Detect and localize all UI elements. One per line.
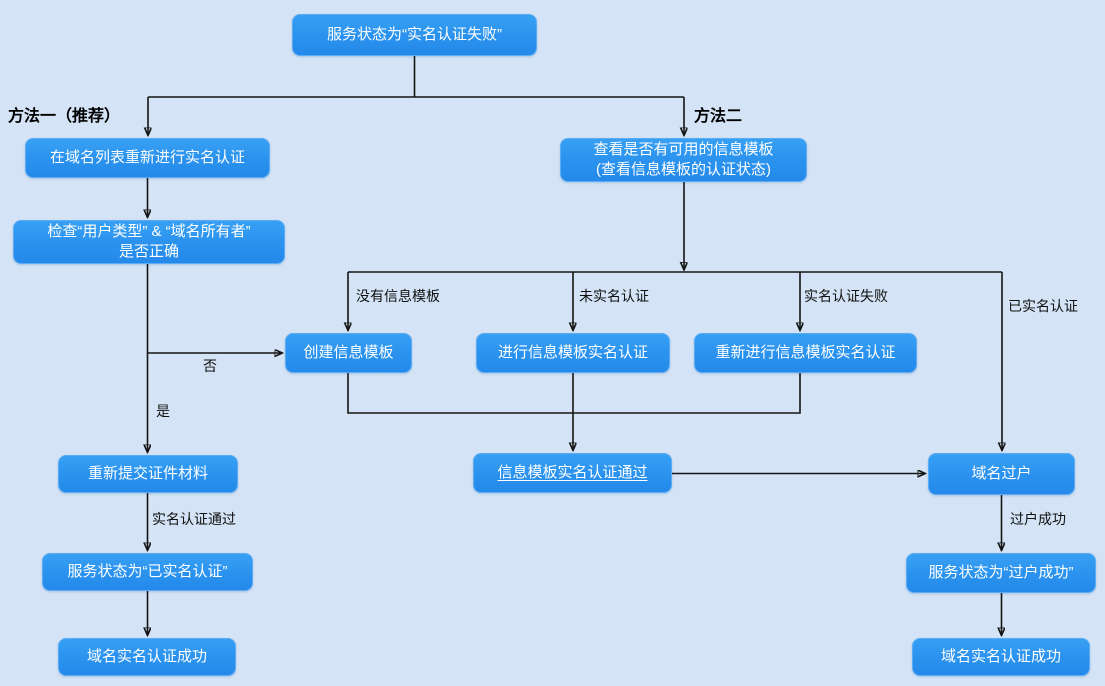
node-reauth-in-domain-list: 在域名列表重新进行实名认证 xyxy=(25,138,270,178)
node-label: 重新提交证件材料 xyxy=(87,465,208,482)
node-label: 域名实名认证成功 xyxy=(86,648,207,665)
node-label: 在域名列表重新进行实名认证 xyxy=(49,149,245,166)
node-label: 服务状态为“过户成功” xyxy=(928,564,1074,581)
node-label: 进行信息模板实名认证 xyxy=(497,344,648,361)
node-do-template-auth: 进行信息模板实名认证 xyxy=(476,333,670,373)
node-resubmit-documents: 重新提交证件材料 xyxy=(58,455,238,493)
node-domain-auth-success-left: 域名实名认证成功 xyxy=(58,638,236,676)
node-label-line2: (查看信息模板的认证状态) xyxy=(596,161,771,178)
node-label: 服务状态为“已实名认证” xyxy=(67,563,228,580)
node-status-verified: 服务状态为“已实名认证” xyxy=(42,553,253,591)
edge-merge-bar xyxy=(347,373,801,414)
node-label: 信息模板实名认证通过 xyxy=(497,464,648,481)
node-label: 创建信息模板 xyxy=(303,344,394,361)
node-label-line2: 是否正确 xyxy=(118,243,179,260)
node-check-available-template: 查看是否有可用的信息模板 (查看信息模板的认证状态) xyxy=(560,138,807,182)
node-template-auth-passed: 信息模板实名认证通过 xyxy=(473,453,672,493)
edge-label-no: 否 xyxy=(203,358,217,374)
node-label: 域名实名认证成功 xyxy=(940,648,1061,665)
edge-label-no-template: 没有信息模板 xyxy=(356,288,440,304)
edge-label-verified: 已实名认证 xyxy=(1008,298,1078,314)
node-label: 服务状态为“实名认证失败” xyxy=(327,26,502,43)
node-create-template: 创建信息模板 xyxy=(285,333,412,373)
method2-header: 方法二 xyxy=(694,108,743,125)
edge-label-verify-failed: 实名认证失败 xyxy=(804,288,888,304)
node-label: 域名过户 xyxy=(971,465,1032,482)
node-label-line1: 查看是否有可用的信息模板 xyxy=(593,141,774,158)
node-redo-template-auth: 重新进行信息模板实名认证 xyxy=(694,333,917,373)
node-label: 重新进行信息模板实名认证 xyxy=(715,344,896,361)
node-status-transfer-success: 服务状态为“过户成功” xyxy=(906,553,1096,593)
node-status-auth-failed: 服务状态为“实名认证失败” xyxy=(292,14,537,56)
node-domain-auth-success-right: 域名实名认证成功 xyxy=(912,638,1090,676)
edge-start-split xyxy=(148,56,684,98)
node-label-line1: 检查“用户类型” & “域名所有者” xyxy=(47,223,251,240)
node-check-user-type-owner: 检查“用户类型” & “域名所有者” 是否正确 xyxy=(13,220,285,264)
edge-label-auth-passed: 实名认证通过 xyxy=(152,511,236,527)
edge-label-yes: 是 xyxy=(156,403,170,419)
edge-label-transfer-success: 过户成功 xyxy=(1010,511,1066,527)
method1-header: 方法一（推荐） xyxy=(8,108,121,125)
edge-label-not-verified: 未实名认证 xyxy=(579,288,649,304)
node-domain-transfer: 域名过户 xyxy=(928,453,1075,495)
